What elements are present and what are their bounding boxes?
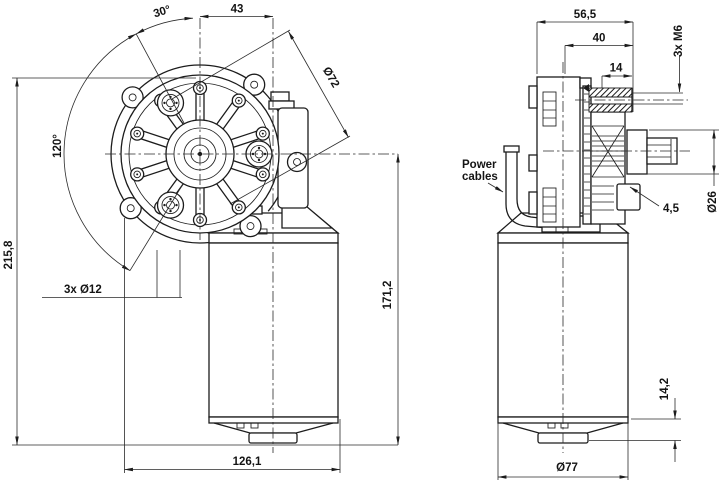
lower-step-block xyxy=(616,183,641,211)
dim-d72-label: Ø72 xyxy=(320,65,341,90)
dim-d77-label: Ø77 xyxy=(556,462,578,474)
dim-4-5-label: 4,5 xyxy=(663,203,680,215)
motor-terminal xyxy=(250,422,259,429)
dim-d72: Ø72 xyxy=(171,29,351,205)
front-dimensions: 43 30° 120° Ø72 215,8 xyxy=(3,4,400,473)
mounting-plate xyxy=(536,76,581,228)
dim-215-8: 215,8 xyxy=(3,77,398,446)
dim-43-label: 43 xyxy=(231,4,244,16)
housing-ear xyxy=(243,73,266,96)
dim-43: 43 xyxy=(199,4,274,19)
dim-d26-label: Ø26 xyxy=(707,191,719,213)
motor-end-taper xyxy=(213,422,334,434)
front-motor-body xyxy=(207,205,340,444)
cable-end-cap xyxy=(503,145,520,153)
plate-boss xyxy=(528,85,538,109)
housing-ear xyxy=(239,214,262,238)
dim-126-1-label: 126,1 xyxy=(233,456,262,468)
dim-3x-m6: 3x M6 xyxy=(632,25,685,105)
side-centerlines xyxy=(543,62,690,453)
dim-14-label: 14 xyxy=(610,63,623,75)
power-cable-tube xyxy=(503,145,549,229)
dim-56-5-label: 56,5 xyxy=(574,9,597,21)
dim-d26: Ø26 xyxy=(640,129,719,213)
bolt-d12 xyxy=(156,89,185,117)
plate-screw-detail xyxy=(542,91,557,223)
dim-3x-m6-label: 3x M6 xyxy=(673,25,685,57)
dim-14-2: 14,2 xyxy=(589,378,681,462)
side-dimensions: 56,5 40 14 3x M6 Power cables xyxy=(462,9,719,480)
dim-171-2: 171,2 xyxy=(382,153,400,446)
side-gearbox xyxy=(528,76,678,233)
dim-120deg-label: 120° xyxy=(52,134,64,158)
worm-housing-hole xyxy=(293,158,301,166)
dim-3x-d12: 3x Ø12 xyxy=(42,250,182,298)
power-cables-line1: Power xyxy=(462,159,497,171)
motor-cylinder xyxy=(208,242,339,418)
dim-126-1: 126,1 xyxy=(124,218,341,473)
dim-40: 40 xyxy=(564,33,634,74)
label-power-cables: Power cables xyxy=(462,159,504,193)
dim-4-5: 4,5 xyxy=(629,186,680,215)
cable-inner-line xyxy=(516,152,549,220)
front-centerlines xyxy=(105,18,398,453)
motor-terminal xyxy=(236,422,245,429)
power-cables-line2: cables xyxy=(462,171,498,183)
dim-14-2-label: 14,2 xyxy=(659,378,671,400)
front-view: 43 30° 120° Ø72 215,8 xyxy=(3,4,400,473)
dim-171-2-label: 171,2 xyxy=(382,281,394,310)
dim-d77: Ø77 xyxy=(497,420,629,480)
motor-terminal xyxy=(560,422,569,429)
shaft-hub-d26 xyxy=(626,129,648,175)
dim-40-label: 40 xyxy=(593,33,606,45)
motor-flange-band xyxy=(208,232,339,244)
dim-120deg: 120° xyxy=(52,33,184,271)
dim-14: 14 xyxy=(601,63,633,88)
dim-56-5: 56,5 xyxy=(536,9,634,112)
side-view: 56,5 40 14 3x M6 Power cables xyxy=(462,9,719,480)
threaded-bushing xyxy=(583,84,633,113)
worm-housing-lobe xyxy=(286,151,308,173)
motor-end-band xyxy=(208,416,339,424)
worm-housing-tail xyxy=(281,205,334,229)
cable-outer-line xyxy=(505,152,549,229)
worm-housing-cap xyxy=(270,91,290,102)
dim-215-8-label: 215,8 xyxy=(3,240,15,269)
dim-3x-d12-label: 3x Ø12 xyxy=(64,284,102,296)
plate-boss xyxy=(528,191,538,215)
bushing-flag xyxy=(583,84,589,92)
dim-30deg-label: 30° xyxy=(152,4,173,21)
output-shaft xyxy=(626,129,678,175)
dim-30deg: 30° xyxy=(135,4,194,124)
plate-boss xyxy=(528,154,538,172)
motor-terminal xyxy=(547,422,556,429)
